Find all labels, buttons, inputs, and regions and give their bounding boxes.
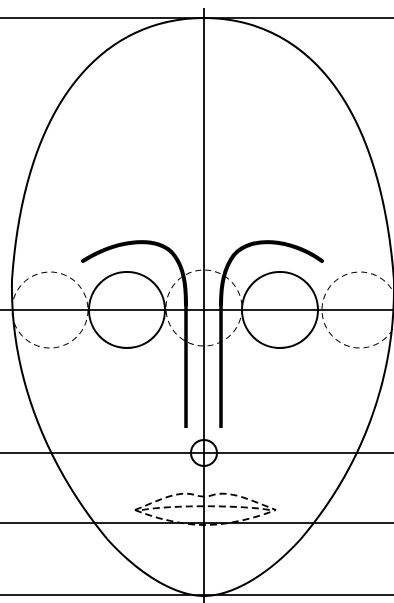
head-outline xyxy=(12,18,394,596)
mouth-center-line xyxy=(142,506,270,510)
